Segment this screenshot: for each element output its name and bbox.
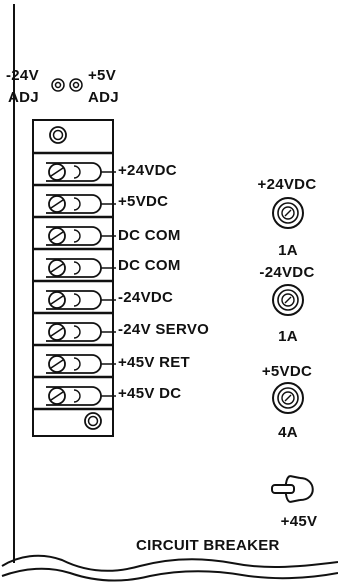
- terminal-block: [32, 119, 116, 437]
- screw-terminal-icon: [46, 386, 116, 406]
- adjust-pos5-value: +5V: [88, 67, 117, 84]
- adjust-pot-neg24-icon: [51, 78, 65, 92]
- adjust-pots: [51, 78, 83, 92]
- adjust-neg24-label: ADJ: [8, 89, 39, 106]
- terminal-block-frame: [32, 119, 114, 437]
- breaker-voltage: +45V: [280, 513, 318, 530]
- terminal-label-5: -24VDC: [118, 289, 174, 306]
- mount-screw-top-icon: [49, 126, 67, 144]
- mount-screw-bottom-icon: [84, 412, 102, 430]
- terminal-label-8: +45V DC: [118, 385, 182, 402]
- fuse-holders: [272, 197, 304, 414]
- adjust-neg24-value: -24V: [6, 67, 39, 84]
- screw-terminal-icon: [46, 258, 116, 278]
- fuse-3-rating: 4A: [278, 424, 298, 441]
- fuse-holder-1-icon: [272, 197, 304, 229]
- screw-terminal-icon: [46, 322, 116, 342]
- fuse-holder-3-icon: [272, 382, 304, 414]
- terminal-label-2: +5VDC: [118, 193, 169, 210]
- terminal-label-3: DC COM: [118, 227, 181, 244]
- fuse-1-voltage: +24VDC: [257, 176, 317, 193]
- adjust-pot-pos5-icon: [69, 78, 83, 92]
- panel-torn-edge-1: [1, 554, 338, 572]
- terminal-label-7: +45V RET: [118, 354, 191, 371]
- breaker-label: CIRCUIT BREAKER: [136, 537, 280, 554]
- adjust-pos5-label: ADJ: [88, 89, 119, 106]
- terminal-label-1: +24VDC: [118, 162, 177, 179]
- breaker-toggle-icon: [271, 475, 314, 503]
- fuse-2-voltage: -24VDC: [259, 264, 315, 281]
- terminal-label-6: -24V SERVO: [118, 321, 210, 338]
- screw-terminal-icon: [46, 162, 116, 182]
- screw-terminal-icon: [46, 290, 116, 310]
- screw-terminal-icon: [46, 226, 116, 246]
- fuse-1-rating: 1A: [278, 242, 298, 259]
- screw-terminal-icon: [46, 354, 116, 374]
- fuse-holder-2-icon: [272, 284, 304, 316]
- panel-torn-edge-2: [1, 567, 338, 582]
- fuse-2-rating: 1A: [278, 328, 298, 345]
- fuse-3-voltage: +5VDC: [261, 363, 313, 380]
- screw-terminal-icon: [46, 194, 116, 214]
- terminal-label-4: DC COM: [118, 257, 181, 274]
